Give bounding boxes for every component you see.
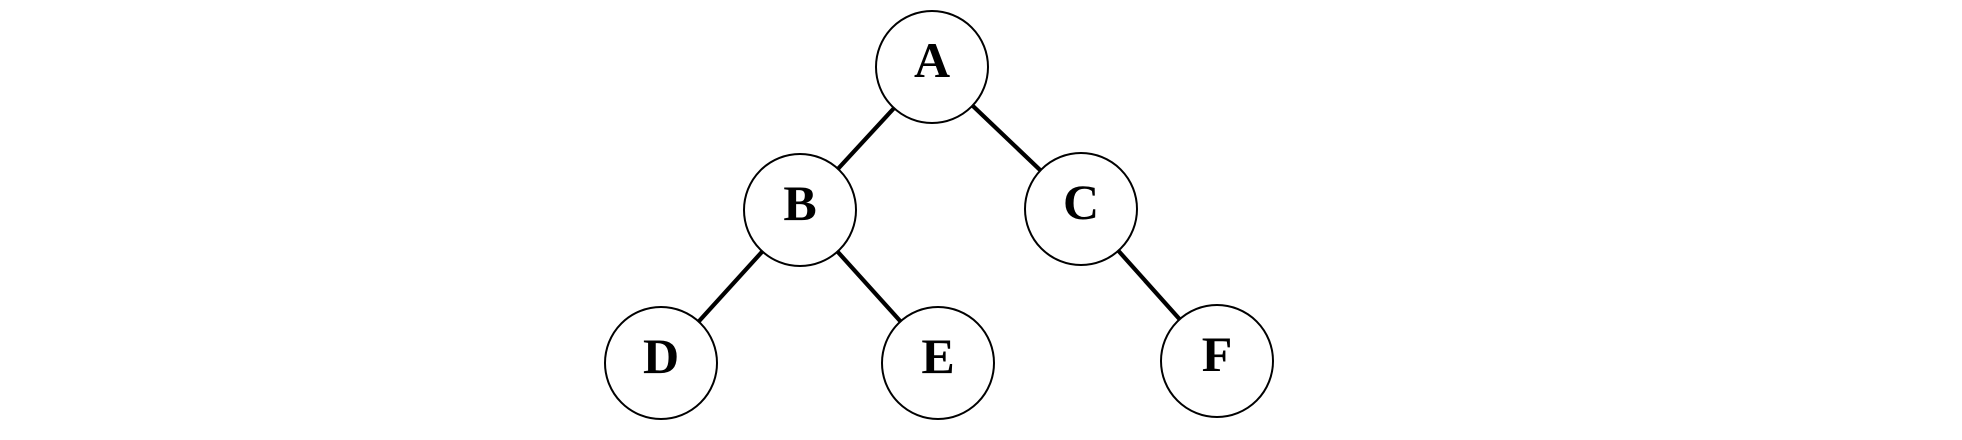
node-circle-A — [875, 10, 989, 124]
node-label-C: C — [1063, 174, 1099, 230]
node-circle-D — [604, 306, 718, 420]
tree-node-A: A — [875, 10, 989, 124]
node-label-B: B — [783, 175, 816, 231]
node-circle-F — [1160, 304, 1274, 418]
tree-node-F: F — [1160, 304, 1274, 418]
tree-node-D: D — [604, 306, 718, 420]
node-label-A: A — [914, 32, 950, 88]
tree-node-E: E — [881, 306, 995, 420]
node-label-F: F — [1202, 326, 1233, 382]
node-label-D: D — [643, 328, 679, 384]
tree-node-B: B — [743, 153, 857, 267]
node-label-E: E — [921, 328, 954, 384]
node-circle-C — [1024, 152, 1138, 266]
node-circle-E — [881, 306, 995, 420]
tree-node-C: C — [1024, 152, 1138, 266]
node-circle-B — [743, 153, 857, 267]
